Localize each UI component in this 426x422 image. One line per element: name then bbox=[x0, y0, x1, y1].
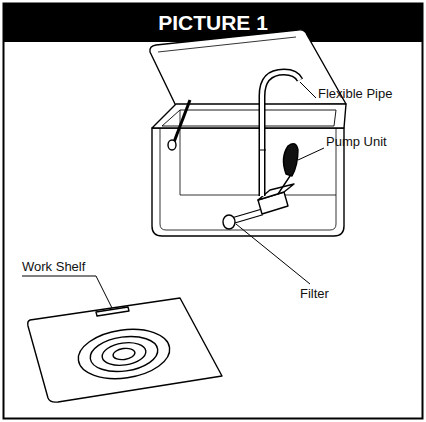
basin-floor bbox=[180, 110, 336, 195]
title-band bbox=[4, 4, 422, 42]
leader-line bbox=[300, 82, 316, 98]
flexible-pipe-inner bbox=[262, 72, 300, 196]
basin-wall bbox=[160, 128, 336, 230]
lid-edge bbox=[158, 37, 296, 52]
part-label: Flexible Pipe bbox=[318, 86, 392, 101]
pump-handle bbox=[283, 144, 298, 176]
dip-stick bbox=[174, 100, 190, 142]
leader-line bbox=[22, 276, 112, 308]
title-text: PICTURE 1 bbox=[5, 5, 421, 41]
shelf-ring bbox=[75, 324, 173, 384]
shelf-ring bbox=[88, 332, 160, 375]
basin-front bbox=[152, 128, 344, 236]
leader-line bbox=[298, 148, 324, 160]
filter bbox=[223, 215, 235, 229]
shelf-slot bbox=[96, 307, 129, 316]
sink-unit bbox=[150, 30, 346, 236]
part-label: Filter bbox=[300, 286, 329, 301]
basin-inner bbox=[162, 110, 336, 126]
part-label: Pump Unit bbox=[326, 134, 387, 149]
frame-border bbox=[4, 4, 423, 419]
dip-stick-end bbox=[168, 140, 176, 150]
shelf-plate bbox=[28, 298, 222, 402]
lid bbox=[150, 30, 346, 106]
leader-lines bbox=[22, 82, 324, 308]
shelf-ring bbox=[101, 340, 148, 368]
leader-line bbox=[236, 224, 310, 284]
work-shelf bbox=[28, 298, 222, 402]
part-label: Work Shelf bbox=[22, 259, 85, 274]
flexible-pipe bbox=[262, 72, 300, 196]
pipe-clip bbox=[260, 150, 266, 151]
shelf-ring bbox=[112, 347, 135, 361]
